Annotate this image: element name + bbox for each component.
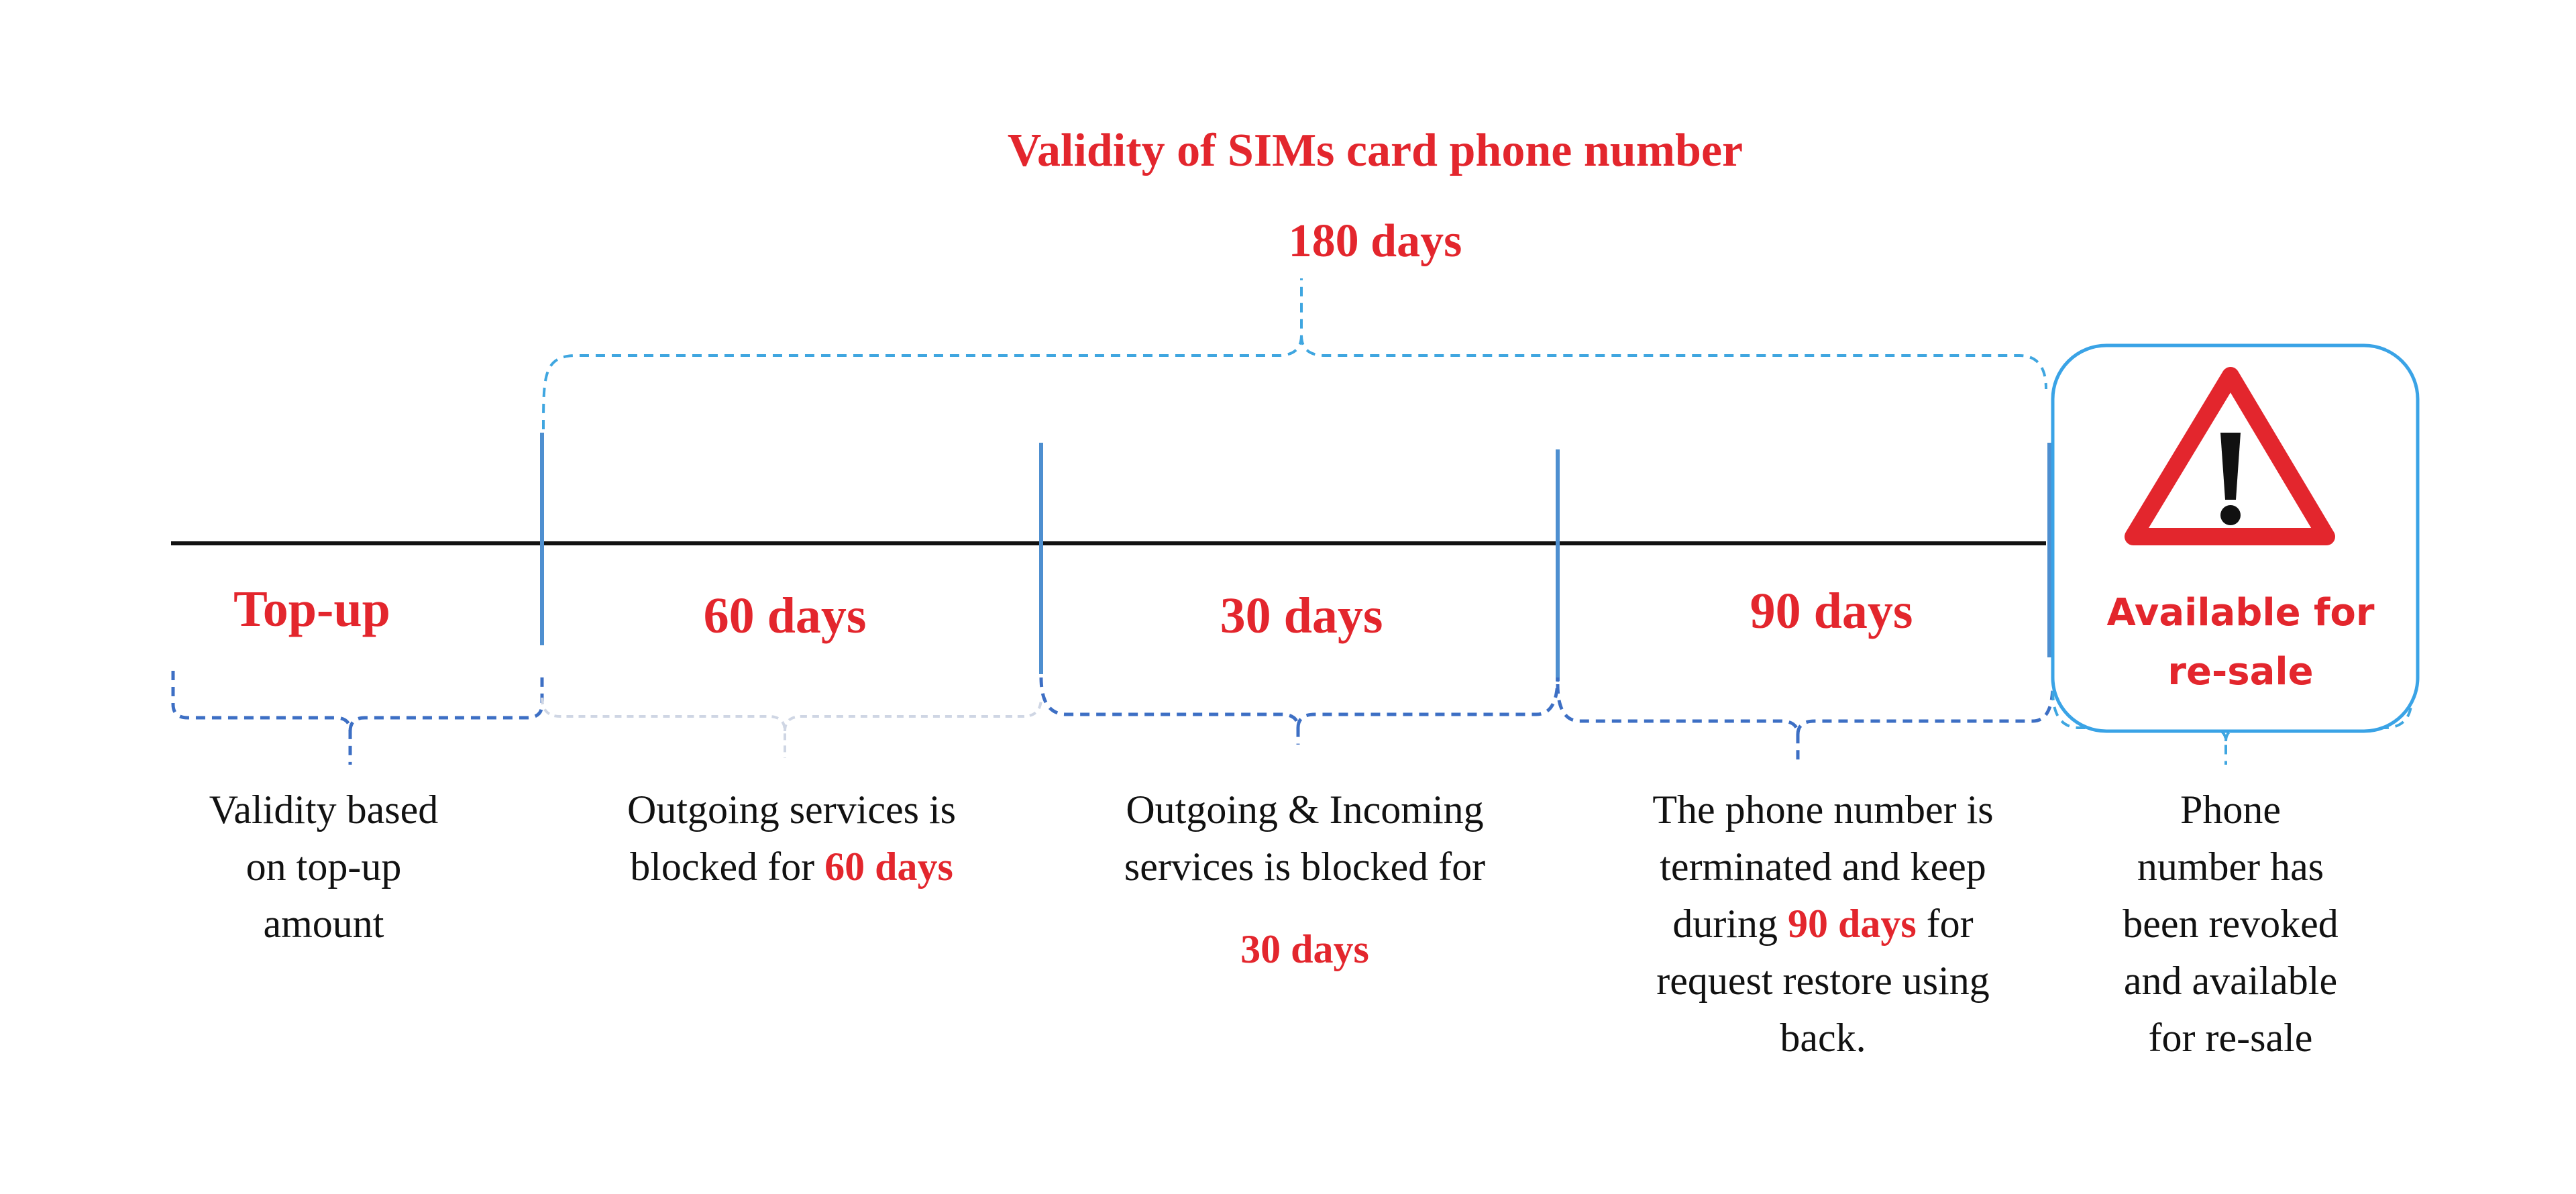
description-line: Phone (2180, 788, 2281, 832)
total-period-brace (542, 278, 2047, 430)
resale-label-line-2: re-sale (2167, 650, 2314, 694)
description-line: amount (263, 902, 384, 946)
brace-30-days (1039, 677, 1560, 745)
phase-label-30-days: 30 days (1220, 588, 1383, 644)
description-line: on top-up (246, 845, 402, 889)
description-highlight: 60 days (824, 845, 953, 889)
description-highlight: 30 days (1240, 927, 1369, 971)
description-90-days: The phone number is terminated and keep … (1583, 781, 2063, 1067)
description-60-days: Outgoing services is blocked for 60 days (564, 781, 1020, 895)
brace-topup (171, 671, 544, 765)
description-line: been revoked (2123, 902, 2339, 946)
description-text: for (1916, 902, 1974, 946)
phase-label-90-days: 90 days (1750, 583, 1913, 639)
total-period-label: 180 days (1288, 215, 1462, 267)
description-line: number has (2137, 845, 2324, 889)
diagram-title: Validity of SIMs card phone number (1007, 125, 1743, 176)
description-text: during (1672, 902, 1788, 946)
description-text: blocked for (630, 845, 825, 889)
phase-label-60-days: 60 days (703, 588, 867, 644)
description-line: services is blocked for (1124, 845, 1486, 889)
resale-label-line-1: Available for (2106, 591, 2375, 635)
description-line: request restore using (1656, 959, 1990, 1003)
description-line: Validity based (209, 788, 439, 832)
description-line: back. (1780, 1016, 1866, 1060)
brace-90-days (1556, 684, 2055, 765)
phase-label-resale: Available for re-sale (2063, 584, 2418, 702)
description-line: during 90 days for (1583, 895, 2063, 953)
description-line: and available (2123, 959, 2338, 1003)
warning-triangle-icon (2125, 367, 2335, 545)
description-resale: Phone number has been revoked and availa… (2066, 781, 2395, 1067)
description-line: for re-sale (2148, 1016, 2313, 1060)
description-line: The phone number is (1652, 788, 1994, 832)
description-line: Outgoing services is (627, 788, 956, 832)
description-highlight: 90 days (1787, 902, 1917, 946)
description-30-days: Outgoing & Incoming services is blocked … (1067, 781, 1543, 978)
phase-label-topup: Top-up (233, 581, 390, 637)
description-topup: Validity based on top-up amount (148, 781, 500, 953)
description-line: blocked for 60 days (564, 838, 1020, 895)
description-line: Outgoing & Incoming (1126, 788, 1484, 832)
description-line: terminated and keep (1660, 845, 1986, 889)
brace-60-days (541, 697, 1042, 758)
